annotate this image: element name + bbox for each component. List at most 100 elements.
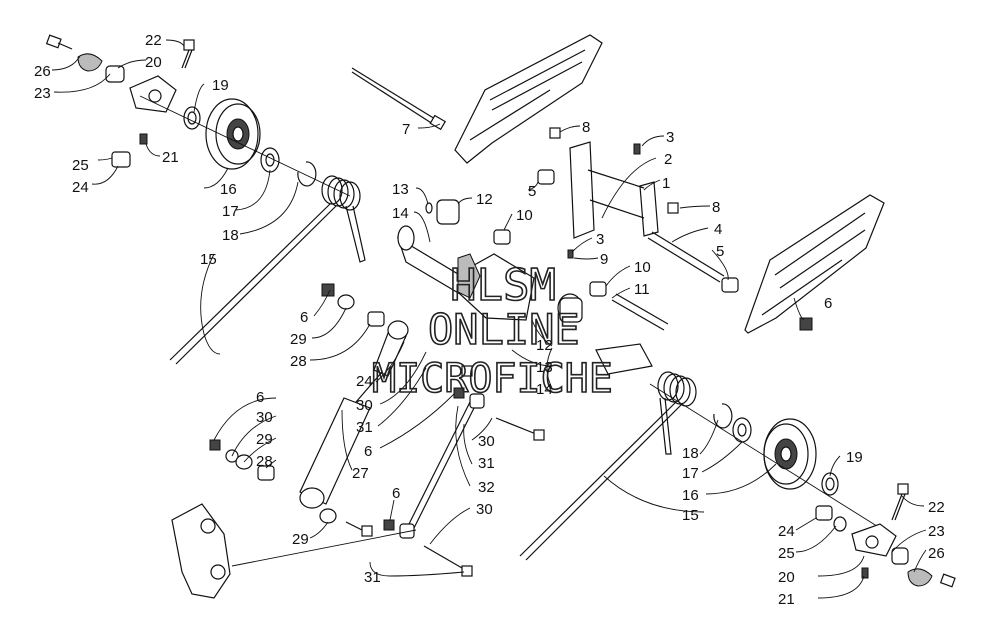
callout-2: 2 [664,151,672,168]
snap-ring-18-lower [713,403,733,429]
callout-3: 3 [596,231,604,248]
bolt-31-c [345,521,373,537]
bolt-22-upper [181,39,195,69]
callout-8: 8 [582,119,590,136]
bolt-8-upper [549,127,561,139]
callout-4: 4 [714,221,722,238]
callout-23: 23 [34,85,51,102]
bushing-5-lower [721,277,739,293]
cap-12-lower [559,297,583,323]
torsion-spring-15-lower [519,371,697,561]
bolt-22-lower [891,483,909,521]
callout-24: 24 [356,373,373,390]
callout-7: 7 [402,121,410,138]
callout-12: 12 [536,337,553,354]
callout-30: 30 [476,501,493,518]
shock-absorber-27 [299,320,409,509]
axle-block-upper [129,75,177,113]
callout-30: 30 [356,397,373,414]
callout-31: 31 [356,419,373,436]
nut-6-b [453,387,465,399]
callout-10: 10 [634,259,651,276]
bolt-7 [351,67,447,131]
idler-wheel-16-lower [763,418,817,490]
spacer-24-lower [815,505,833,521]
washer-25-lower [833,516,847,532]
bolt-26-lower [939,573,956,588]
watermark-line-2: ONLINE [428,305,580,354]
shaft-4 [647,231,725,283]
callout-10: 10 [516,207,533,224]
callout-30: 30 [478,433,495,450]
callout-9: 9 [600,251,608,268]
callout-17: 17 [682,465,699,482]
torsion-spring-15-upper [169,175,366,365]
front-arm-bracket [171,503,231,599]
axis-line-front [231,529,417,567]
callout-19: 19 [846,449,863,466]
leader-lines [51,39,927,599]
callout-20: 20 [778,569,795,586]
bolt-8-lower [667,202,679,214]
callout-6: 6 [300,309,308,326]
set-screw-21-lower [861,567,869,579]
callout-25: 25 [72,157,89,174]
grease-fitting-3-upper [633,143,641,155]
callout-25: 25 [778,545,795,562]
watermark: HLSM ONLINE MICROFICHE [371,259,613,403]
callout-24: 24 [778,523,795,540]
bearing-17-upper [260,147,280,173]
bolt-31-b [495,417,545,441]
callout-13: 13 [536,359,553,376]
nut-6-e [383,519,395,531]
callout-18: 18 [222,227,239,244]
callout-16: 16 [220,181,237,198]
callout-8: 8 [712,199,720,216]
callout-30: 30 [256,409,273,426]
rail-section-upper [454,34,603,164]
callout-23: 23 [928,523,945,540]
spacer-24-upper [111,151,131,168]
callout-31: 31 [364,569,381,586]
bolt-31-d [423,545,473,577]
bushing-20-upper [105,65,125,83]
callout-13: 13 [392,181,409,198]
spacer-28-a [367,311,385,327]
nut-6-right [799,317,813,331]
callout-32: 32 [478,479,495,496]
callout-29: 29 [256,431,273,448]
washer-13-upper [425,202,433,214]
callout-28: 28 [256,453,273,470]
callout-28: 28 [290,353,307,370]
snap-ring-18-upper [297,161,317,187]
bushing-10-lower [589,281,607,297]
callout-21: 21 [162,149,179,166]
callout-18: 18 [682,445,699,462]
watermark-line-1: HLSM [450,260,556,311]
nut-6-c [209,439,221,451]
callout-17: 17 [222,203,239,220]
callout-14: 14 [536,381,553,398]
callout-5: 5 [528,183,536,200]
callout-21: 21 [778,591,795,608]
lock-washer-23-lower [907,568,933,587]
callout-29: 29 [290,331,307,348]
callout-6: 6 [256,389,264,406]
bushing-29-d [319,508,337,524]
bushing-5-upper [537,169,555,185]
callout-14: 14 [392,205,409,222]
idler-wheel-16-upper [205,98,261,170]
cap-12-upper [436,199,460,225]
rail-section-lower [744,194,885,334]
bolt-31-a [461,365,473,377]
bushing-10-upper [493,229,511,245]
callout-6: 6 [392,485,400,502]
washer-19-upper [183,106,201,130]
spacer-tube-lower [595,343,653,375]
callout-6: 6 [364,443,372,460]
callout-5: 5 [716,243,724,260]
callout-12: 12 [476,191,493,208]
